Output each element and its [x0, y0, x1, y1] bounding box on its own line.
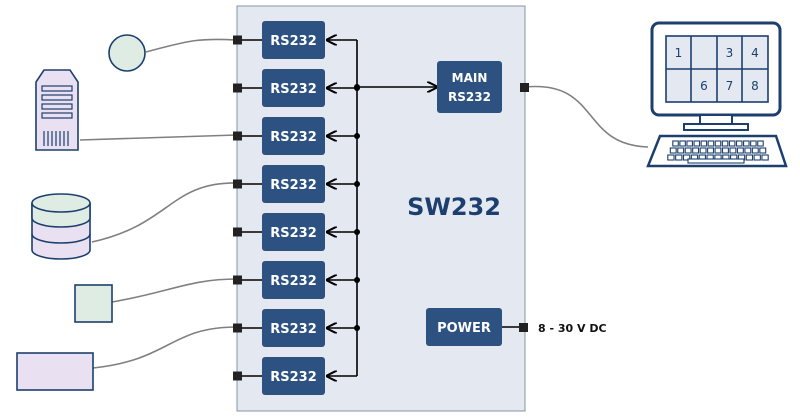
cable-circle-device — [145, 38, 238, 53]
rs232-port-label: RS232 — [270, 370, 317, 385]
power-voltage: 8 - 30 V DC — [538, 322, 607, 335]
rs232-port-5 — [262, 261, 325, 299]
database-icon — [31, 193, 91, 260]
rect-device — [16, 352, 94, 391]
cable-square-device — [111, 278, 238, 303]
port-connector-6 — [233, 323, 242, 333]
bus-junction-5 — [354, 277, 360, 283]
power-connector — [519, 323, 528, 332]
cable-computer — [524, 85, 649, 148]
rs232-port-label: RS232 — [270, 130, 317, 145]
port-connector-3 — [233, 179, 242, 189]
cable-rect-device — [92, 326, 238, 369]
rs232-port-label: RS232 — [270, 34, 317, 49]
rs232-port-2 — [262, 117, 325, 155]
rs232-port-6 — [262, 309, 325, 347]
rs232-port-label: RS232 — [270, 82, 317, 97]
circle-device — [108, 34, 146, 72]
main-rs232-port — [437, 61, 502, 113]
monitor-base — [683, 123, 749, 131]
port-connector-2 — [233, 131, 242, 141]
rs232-port-label: RS232 — [270, 226, 317, 241]
rs232-port-4 — [262, 213, 325, 251]
rs232-port-1 — [262, 69, 325, 107]
monitor-cell-7: 8 — [751, 79, 759, 93]
rs232-port-3 — [262, 165, 325, 203]
bus-lines — [356, 40, 520, 376]
monitor-cell-0: 1 — [675, 46, 683, 60]
bus-junction-6 — [354, 325, 360, 331]
rs232-port-label: RS232 — [270, 274, 317, 289]
rs232-port-label: RS232 — [270, 178, 317, 193]
rs232-port-0 — [262, 21, 325, 59]
main-port-line2: RS232 — [448, 90, 491, 104]
port-connector-1 — [233, 83, 242, 93]
bus-junction-3 — [354, 181, 360, 187]
rs232-port-label: RS232 — [270, 322, 317, 337]
monitor-cell-3: 4 — [751, 46, 759, 60]
bus-junction-2 — [354, 133, 360, 139]
port-connector-5 — [233, 275, 242, 285]
cable-server — [79, 134, 238, 141]
main-port-line1: MAIN — [452, 71, 488, 85]
server-icon — [35, 69, 79, 151]
monitor-cell-2: 3 — [726, 46, 734, 60]
rs232-port-7 — [262, 357, 325, 395]
computer-icon — [646, 21, 788, 168]
monitor-cell-6: 7 — [726, 79, 734, 93]
port-connector-4 — [233, 227, 242, 237]
bus-junction-main — [354, 84, 360, 90]
power-block — [426, 308, 502, 346]
main-port-connector — [520, 83, 529, 92]
monitor-cell-5: 6 — [700, 79, 708, 93]
square-device — [74, 284, 113, 323]
bus-junction-4 — [354, 229, 360, 235]
port-connector-7 — [233, 371, 242, 381]
cables — [79, 38, 649, 369]
power-label: POWER — [437, 321, 491, 336]
device-title: SW232 — [407, 193, 501, 221]
port-connector-0 — [233, 35, 242, 45]
cable-database — [91, 182, 238, 243]
keyboard-keys — [667, 140, 769, 164]
